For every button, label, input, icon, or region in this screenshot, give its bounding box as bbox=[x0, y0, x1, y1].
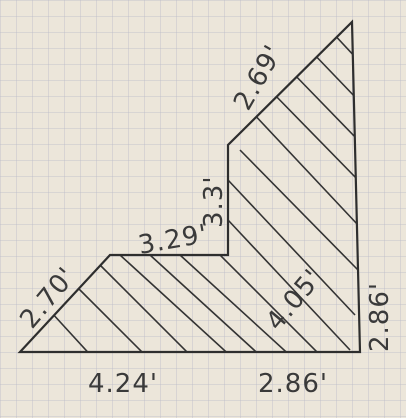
label-bottom-left: 4.24' bbox=[88, 369, 158, 399]
label-right-side: 2.86' bbox=[365, 282, 395, 352]
label-bottom-right: 2.86' bbox=[258, 369, 328, 399]
label-notch-side: 3.3' bbox=[199, 176, 229, 229]
shape-outline bbox=[17, 19, 362, 354]
hatching bbox=[39, 29, 359, 352]
